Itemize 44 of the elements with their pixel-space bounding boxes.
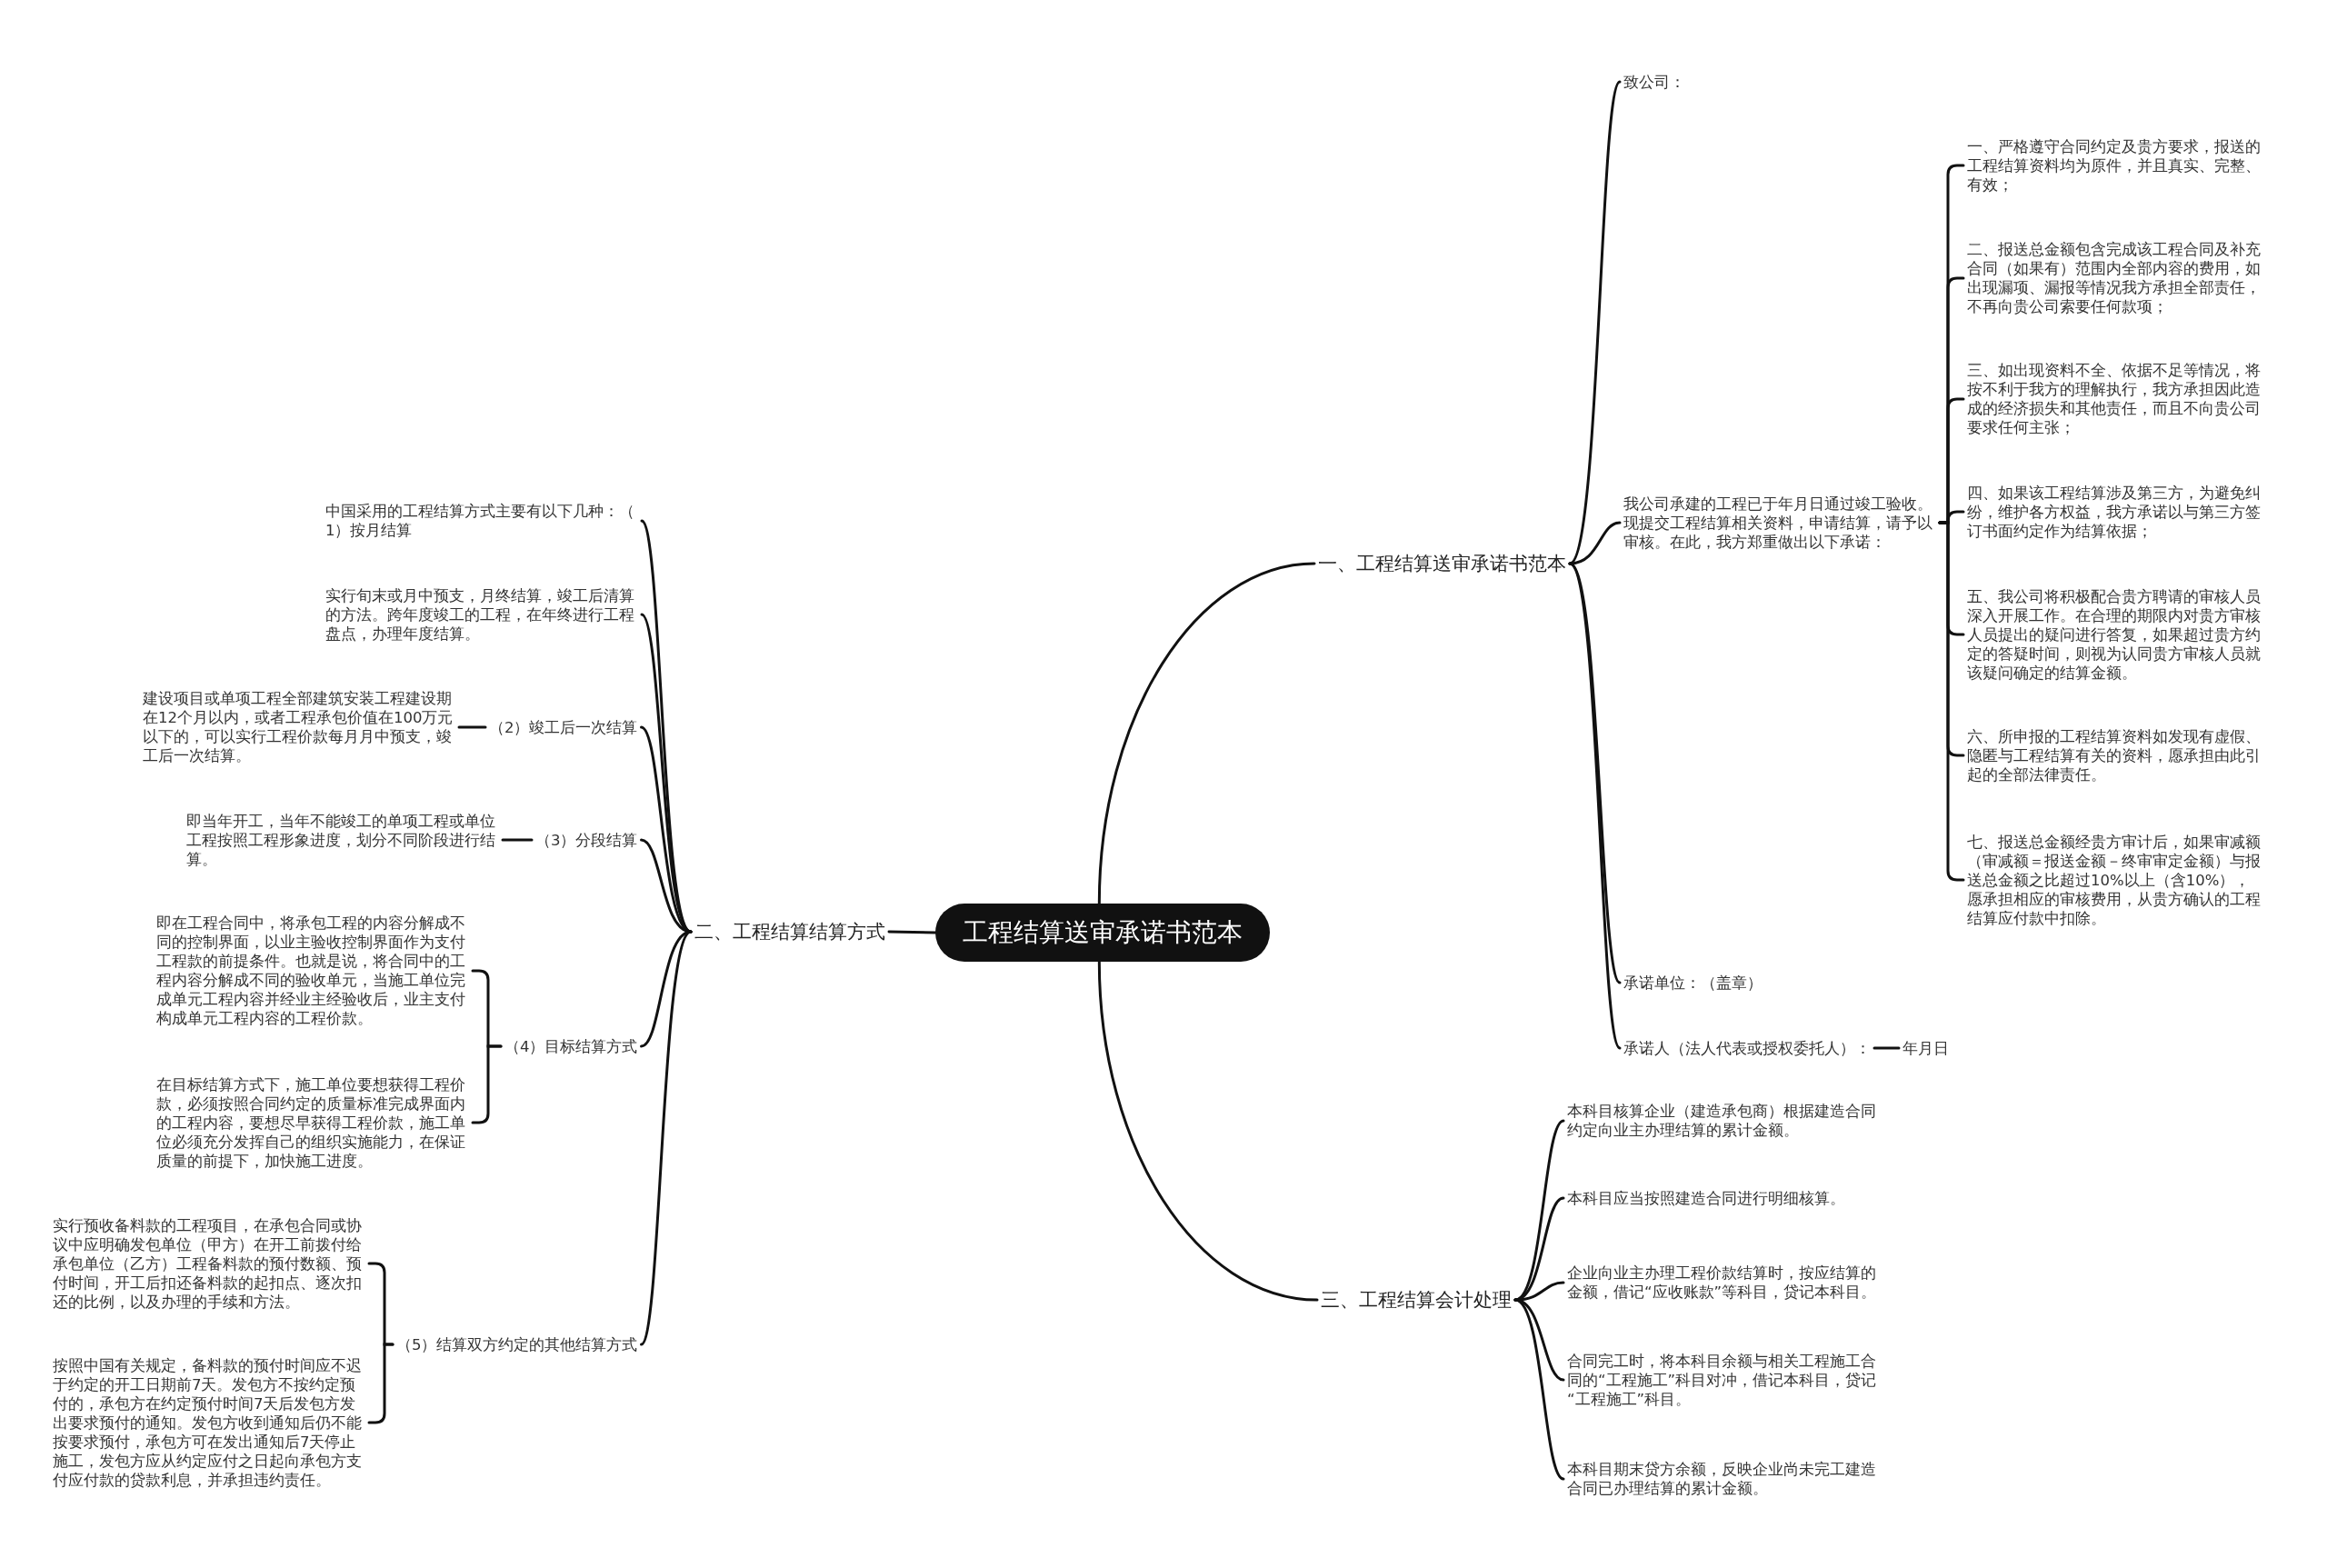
- subtopic-text: 按照中国有关规定，备料款的预付时间应不迟于约定的开工日期前7天。发包方不按约定预付的，承包方在约定预付时间7天后发包方发出要求预付的通知。发包方收到通知后仍不能按要求预付，承包方可在发出通知后7天停止施工，发包方应从约定应付之日起向承包方支付应付款的贷款利息，并承担违约责任。: [49, 1355, 369, 1490]
- connector-line: [640, 930, 693, 1346]
- subtopic-text: 二、报送总金额包含完成该工程合同及补充合同（如果有）范围内全部内容的费用，如出现漏项、漏报等情况我方承担全部责任，不再向贵公司索要任何款项；: [1963, 240, 2268, 316]
- subtopic-text: 实行预收备料款的工程项目，在承包合同或协议中应明确发包单位（甲方）在开工前拨付给承包单位（乙方）工程备料款的预付数额、预付时间，开工后扣还备料款的起扣点、逐次扣还的比例，以及办理的手续和方法。: [49, 1215, 369, 1312]
- connector-line: [1513, 1281, 1565, 1302]
- subtopic-text: 本科目应当按照建造合同进行明细核算。: [1563, 1188, 1849, 1208]
- subtopic-text: 实行旬末或月中预支，月终结算，竣工后清算的方法。跨年度竣工的工程，在年终进行工程盘点，办理年度结算。: [322, 585, 642, 644]
- subtopic-text: 七、报送总金额经贵方审计后，如果审减额（审减额＝报送金额－终审审定金额）与报送总金额之比超过10%以上（含10%），愿承担相应的审核费用，从贵方确认的工程结算应付款中扣除。: [1963, 832, 2268, 928]
- subtopic-text: 即当年开工，当年不能竣工的单项工程或单位工程按照工程形象进度，划分不同阶段进行结算。: [183, 811, 503, 869]
- connector-line: [1097, 562, 1316, 905]
- subtopic-text: 三、如出现资料不全、依据不足等情况，将按不利于我方的理解执行，我方承担因此造成的经济损失和其他责任，而且不向贵公司要求任何主张；: [1963, 361, 2268, 437]
- subtopic-text: 四、如果该工程结算涉及第三方，为避免纠纷，维护各方权益，我方承诺以与第三方签订书面约定作为结算依据；: [1963, 483, 2268, 541]
- central-topic: 工程结算送审承诺书范本: [935, 904, 1270, 962]
- branch-topic: 三、工程结算会计处理: [1317, 1287, 1515, 1313]
- subtopic-text: 中国采用的工程结算方式主要有以下几种：（1）按月结算: [322, 502, 642, 540]
- subtopic-text: （3）分段结算: [532, 830, 642, 850]
- subtopic-text: 五、我公司将积极配合贵方聘请的审核人员深入开展工作。在合理的期限内对贵方审核人员提出的疑问进行答复，如果超过贵方约定的答疑时间，则视为认同贵方审核人员就该疑问确定的结算金额。: [1963, 586, 2268, 683]
- branch-topic: 二、工程结算结算方式: [691, 919, 889, 944]
- subtopic-text: 承诺人（法人代表或授权委托人）：: [1620, 1038, 1874, 1058]
- connector-line: [1513, 1298, 1565, 1481]
- subtopic-text: 本科目核算企业（建造承包商）根据建造合同约定向业主办理结算的累计金额。: [1563, 1102, 1883, 1140]
- subtopic-text: 一、严格遵守合同约定及贵方要求，报送的工程结算资料均为原件，并且真实、完整、有效；: [1963, 136, 2268, 195]
- connector-line: [457, 725, 487, 729]
- connector-line: [640, 838, 693, 934]
- subtopic-text: 承诺单位：（盖章）: [1620, 973, 1766, 993]
- subtopic-text: 我公司承建的工程已于年月日通过竣工验收。现提交工程结算相关资料，申请结算，请予以审核。在此，我方郑重做出以下承诺：: [1620, 494, 1940, 552]
- subtopic-text: 年月日: [1899, 1038, 1952, 1058]
- subtopic-text: 本科目期末贷方余额，反映企业尚未完工建造合同已办理结算的累计金额。: [1563, 1460, 1883, 1498]
- subtopic-text: （5）结算双方约定的其他结算方式: [393, 1334, 642, 1354]
- subtopic-text: 致公司：: [1620, 72, 1689, 92]
- connector-line: [1568, 521, 1622, 565]
- connector-line: [1873, 1046, 1901, 1050]
- subtopic-text: 合同完工时，将本科目余额与相关工程施工合同的“工程施工”科目对冲，借记本科目，贷记“工程施工”科目。: [1563, 1351, 1883, 1409]
- subtopic-text: 在目标结算方式下，施工单位要想获得工程价款，必须按照合同约定的质量标准完成界面内的工程内容，要想尽早获得工程价款，施工单位必须充分发挥自己的组织实施能力，在保证质量的前提下，加快施工进度。: [153, 1074, 473, 1171]
- connector-line: [1097, 960, 1319, 1302]
- subtopic-text: 建设项目或单项工程全部建筑安装工程建设期在12个月以内，或者工程承包价值在100万元以下的，可以实行工程价款每月月中预支，竣工后一次结算。: [139, 689, 459, 765]
- connector-line: [887, 930, 937, 934]
- branch-topic: 一、工程结算送审承诺书范本: [1314, 551, 1570, 576]
- subtopic-text: 即在工程合同中，将承包工程的内容分解成不同的控制界面，以业主验收控制界面作为支付工程款的前提条件。也就是说，将合同中的工程内容分解成不同的验收单元，当施工单位完成单元工程内容并经业主经验收后，业主支付构成单元工程内容的工程价款。: [153, 914, 473, 1028]
- subtopic-text: （4）目标结算方式: [501, 1036, 642, 1056]
- connector-line: [501, 838, 534, 842]
- subtopic-text: （2）竣工后一次结算: [485, 717, 642, 737]
- subtopic-text: 六、所申报的工程结算资料如发现有虚假、隐匿与工程结算有关的资料，愿承担由此引起的全部法律责任。: [1963, 726, 2268, 784]
- subtopic-text: 企业向业主办理工程价款结算时，按应结算的金额，借记“应收账款”等科目，贷记本科目。: [1563, 1263, 1883, 1302]
